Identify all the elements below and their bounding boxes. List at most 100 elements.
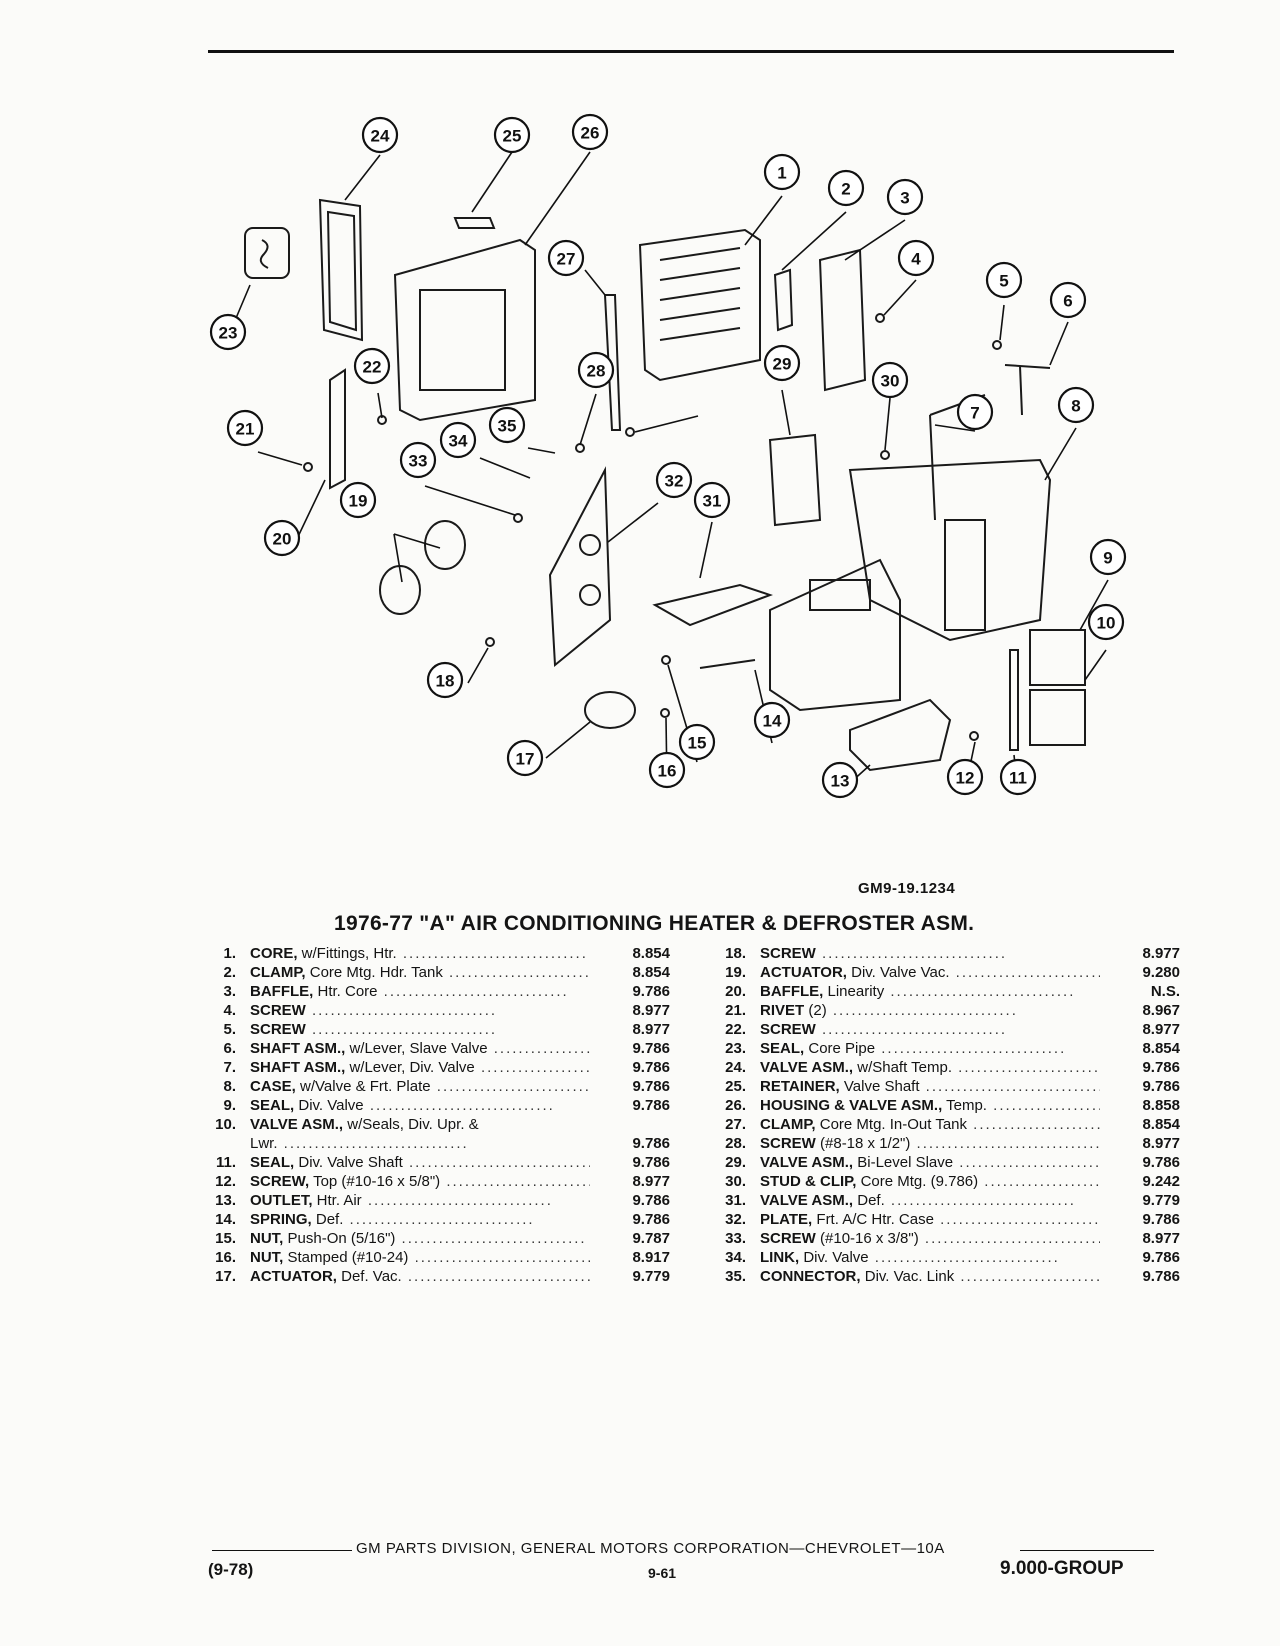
svg-text:10: 10 (1097, 614, 1116, 633)
part-name: CONNECTOR, (760, 1268, 861, 1285)
part-description: NUT, Push-On (5/16") ...................… (250, 1229, 590, 1248)
part-number: 32. (725, 1211, 746, 1228)
page-title: 1976-77 "A" AIR CONDITIONING HEATER & DE… (334, 912, 975, 935)
leader-dots: .............................. (958, 1059, 1100, 1076)
part-description: VALVE ASM., w/Shaft Temp. ..............… (760, 1058, 1100, 1077)
callout-9: 9 (1089, 538, 1127, 576)
leader-dots: .............................. (401, 1268, 590, 1285)
part-description: SCREW .............................. (760, 944, 1100, 963)
part-name: CASE, (250, 1078, 296, 1095)
leader-dots: .............................. (363, 1097, 555, 1114)
part-code: 9.786 (1142, 1211, 1180, 1228)
callout-11: 11 (999, 758, 1037, 796)
part-code: 8.977 (1142, 1230, 1180, 1247)
part-row: 13.OUTLET, Htr. Air ....................… (200, 1191, 670, 1210)
leader-dots: .............................. (305, 1021, 498, 1038)
part-detail: w/Shaft Temp. (853, 1059, 952, 1076)
callout-7: 7 (956, 393, 994, 431)
part-description: SCREW .............................. (250, 1020, 590, 1039)
part-description: SEAL, Core Pipe ........................… (760, 1039, 1100, 1058)
part-name: BAFFLE, (760, 983, 824, 1000)
part-row: 31.VALVE ASM., Def. ....................… (710, 1191, 1180, 1210)
svg-text:24: 24 (371, 127, 390, 146)
callout-30: 30 (871, 361, 909, 399)
svg-text:34: 34 (449, 432, 468, 451)
part-row: 14. SPRING, Def. ........................… (200, 1210, 670, 1229)
part-row: 34.LINK, Div. Valve ....................… (710, 1248, 1180, 1267)
part-description: RIVET (2) .............................. (760, 1001, 1100, 1020)
part-row: 7.SHAFT ASM., w/Lever, Div. Valve ......… (200, 1058, 670, 1077)
part-number: 3. (223, 983, 236, 1000)
part-detail: w/Fittings, Htr. (297, 945, 397, 962)
part-description: VALVE ASM., Bi-Level Slave .............… (760, 1153, 1100, 1172)
part-code: 8.977 (1142, 945, 1180, 962)
part-number: 29. (725, 1154, 746, 1171)
part-name: SPRING, (250, 1211, 312, 1228)
part-name: NUT, (250, 1249, 284, 1266)
part-description: BAFFLE, Linearity ......................… (760, 982, 1100, 1001)
svg-text:30: 30 (881, 372, 900, 391)
svg-text:8: 8 (1071, 397, 1080, 416)
part-code: 9.786 (1142, 1059, 1180, 1076)
part-number: 2. (223, 964, 236, 981)
part-row: 26.HOUSING & VALVE ASM., Temp. .........… (710, 1096, 1180, 1115)
part-name: SCREW (760, 1230, 816, 1247)
svg-text:32: 32 (665, 472, 684, 491)
footer-division: GM PARTS DIVISION, GENERAL MOTORS CORPOR… (356, 1540, 945, 1557)
part-description: SPRING, Def. ...........................… (250, 1210, 590, 1229)
callout-14: 14 (753, 701, 791, 739)
callout-15: 15 (678, 723, 716, 761)
figure-reference: GM9-19.1234 (858, 880, 956, 897)
part-detail: Htr. Core (313, 983, 378, 1000)
part-number: 17. (215, 1268, 236, 1285)
callout-26: 26 (571, 113, 609, 151)
part-row: 6.SHAFT ASM., w/Lever, Slave Valve .....… (200, 1039, 670, 1058)
part-name: SEAL, (250, 1097, 295, 1114)
leader-dots: .............................. (826, 1002, 1018, 1019)
part-detail: Linearity (823, 983, 885, 1000)
part-number: 14. (215, 1211, 236, 1228)
part-code: N.S. (1150, 983, 1180, 1000)
leader-dots: .............................. (955, 964, 1100, 981)
part-detail: Push-On (5/16") (283, 1230, 396, 1247)
part-number: 12. (215, 1173, 236, 1190)
part-name: SCREW (760, 1135, 816, 1152)
leader-dots: .............................. (395, 1230, 587, 1247)
svg-text:13: 13 (831, 772, 850, 791)
svg-text:31: 31 (703, 492, 722, 511)
part-number: 8. (223, 1078, 236, 1095)
part-name: SCREW, (250, 1173, 310, 1190)
leader-dots: .............................. (377, 983, 569, 1000)
part-code: 9.786 (1142, 1078, 1180, 1095)
part-number: 34. (725, 1249, 746, 1266)
part-description: BAFFLE, Htr. Core ......................… (250, 982, 590, 1001)
part-number: 13. (215, 1192, 236, 1209)
part-row: 22.SCREW ..............................8… (710, 1020, 1180, 1039)
callout-13: 13 (821, 761, 859, 799)
part-name: BAFFLE, (250, 983, 314, 1000)
part-row: 21.RIVET (2) ...........................… (710, 1001, 1180, 1020)
part-detail: Core Mtg. (9.786) (856, 1173, 979, 1190)
svg-text:26: 26 (581, 124, 600, 143)
part-name: SCREW (250, 1021, 306, 1038)
part-number: 26. (725, 1097, 746, 1114)
svg-text:33: 33 (409, 452, 428, 471)
part-code: 9.786 (632, 1078, 670, 1095)
part-detail: Def. Vac. (336, 1268, 402, 1285)
part-row: 27.CLAMP, Core Mtg. In-Out Tank ........… (710, 1115, 1180, 1134)
leader-dots: .............................. (436, 1078, 590, 1095)
callout-19: 19 (339, 481, 377, 519)
part-row: 5.SCREW ..............................8.… (200, 1020, 670, 1039)
part-code: 8.854 (1142, 1040, 1180, 1057)
leader-dots: .............................. (993, 1097, 1100, 1114)
svg-text:14: 14 (763, 712, 782, 731)
callout-6: 6 (1049, 281, 1087, 319)
footer-group: 9.000-GROUP (1000, 1558, 1124, 1579)
part-row: 20.BAFFLE, Linearity ...................… (710, 982, 1180, 1001)
part-code: 8.854 (632, 964, 670, 981)
part-detail: Def. (853, 1192, 885, 1209)
svg-text:28: 28 (587, 362, 606, 381)
leader-dots: .............................. (884, 1192, 1076, 1209)
svg-text:9: 9 (1103, 549, 1112, 568)
part-number: 27. (725, 1116, 746, 1133)
